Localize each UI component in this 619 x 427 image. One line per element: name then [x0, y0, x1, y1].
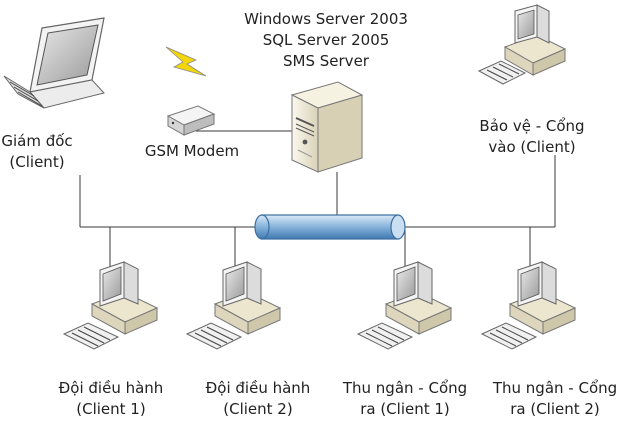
server-db-text: SQL Server 2005	[262, 31, 390, 49]
ops-client-1-role-text: (Client 1)	[76, 400, 146, 418]
server-sms-text: SMS Server	[283, 52, 369, 70]
guard-gate-title-text: Bảo vệ - Cổng	[479, 117, 585, 135]
gsm-modem-text: GSM Modem	[144, 142, 240, 160]
cashier-exit-1-role-text: ra (Client 1)	[360, 400, 450, 418]
guard-gate-role-text: vào (Client)	[488, 138, 576, 156]
ops-client-1-title-text: Đội điều hành	[58, 379, 164, 397]
server-os-text: Windows Server 2003	[244, 10, 408, 28]
manager-role-text: (Client)	[9, 153, 65, 171]
desktop-computer-icon	[185, 261, 282, 350]
guard-gate-label: Bảo vệ - Cổng vào (Client)	[462, 116, 602, 158]
desktop-computer-icon	[480, 261, 577, 350]
desktop-computer-icon	[62, 261, 159, 350]
cashier-exit-1-title-text: Thu ngân - Cổng	[342, 379, 468, 397]
ops-client-2-title-text: Đội điều hành	[205, 379, 311, 397]
cashier-exit-1-label: Thu ngân - Cổng ra (Client 1)	[330, 378, 480, 420]
gsm-modem-icon	[166, 105, 216, 136]
gsm-modem-label: GSM Modem	[130, 141, 254, 162]
cashier-exit-2-role-text: ra (Client 2)	[510, 400, 600, 418]
network-bus-icon	[254, 214, 406, 240]
desktop-computer-icon	[356, 261, 453, 350]
ops-client-2-label: Đội điều hành (Client 2)	[183, 378, 333, 420]
server-label: Windows Server 2003 SQL Server 2005 SMS …	[218, 9, 434, 72]
ops-client-2-role-text: (Client 2)	[223, 400, 293, 418]
ops-client-1-label: Đội điều hành (Client 1)	[36, 378, 186, 420]
laptop-icon	[3, 17, 105, 109]
manager-label: Giám đốc (Client)	[0, 131, 84, 173]
desktop-computer-icon	[477, 4, 567, 85]
server-tower-icon	[290, 81, 364, 173]
cashier-exit-2-label: Thu ngân - Cổng ra (Client 2)	[480, 378, 619, 420]
lightning-icon	[165, 46, 207, 77]
cashier-exit-2-title-text: Thu ngân - Cổng	[492, 379, 618, 397]
manager-title-text: Giám đốc	[1, 132, 73, 150]
